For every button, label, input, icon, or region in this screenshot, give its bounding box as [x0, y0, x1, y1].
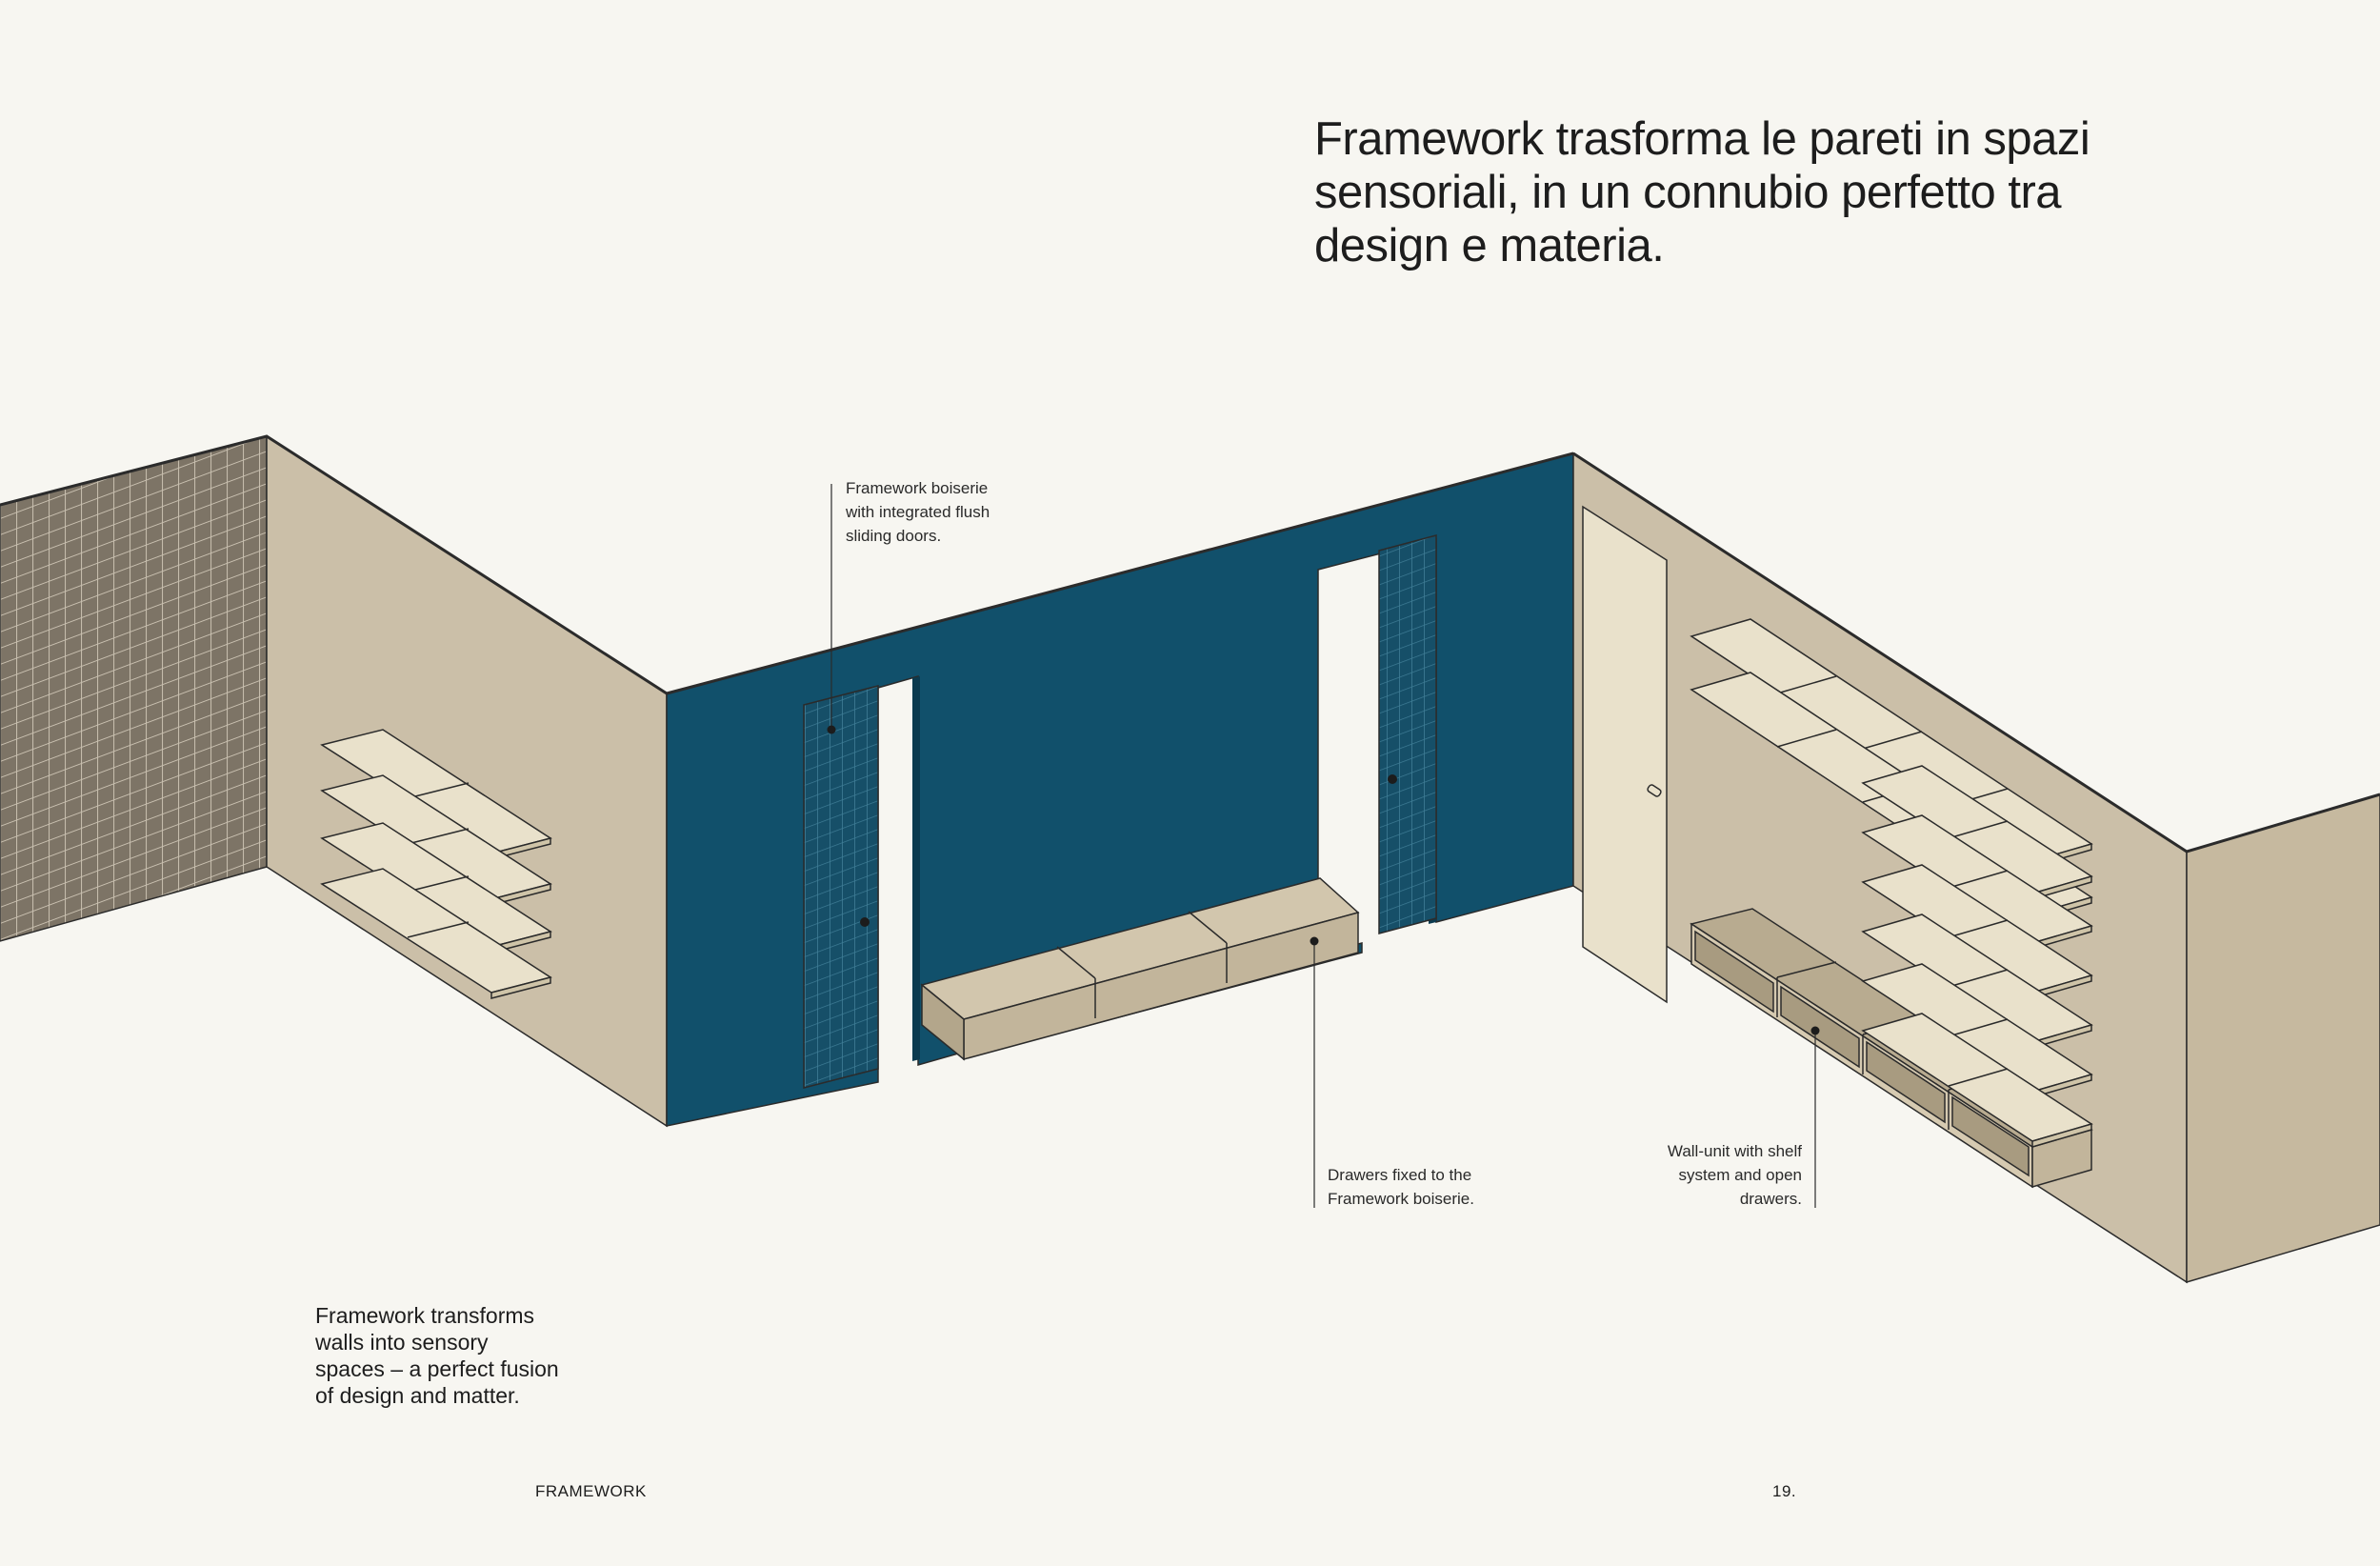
door-handle-left — [860, 917, 870, 927]
flush-door — [1582, 505, 1668, 1004]
headline: Framework trasforma le pareti in spazi s… — [1314, 112, 2152, 272]
headline-line: design e materia. — [1314, 220, 1665, 271]
annotation-wall-unit: Wall-unit with shelf system and open dra… — [1610, 1139, 1802, 1211]
subtext-line: of design and matter. — [315, 1383, 520, 1408]
flush-door-handle — [1647, 784, 1662, 797]
wall-top-edge-right — [1572, 452, 2380, 853]
english-subtext: Framework transforms walls into sensory … — [315, 1302, 601, 1409]
annotation-line: sliding doors. — [846, 527, 942, 545]
beige-wall-left — [266, 434, 668, 1128]
page-number: 19. — [1772, 1482, 1797, 1500]
annotation-line: drawers. — [1739, 1190, 1802, 1208]
footer-brand: FRAMEWORK — [535, 1482, 647, 1500]
beige-wall-far-right — [2186, 793, 2380, 1284]
annotation-line: with integrated flush — [846, 503, 990, 521]
blue-boiserie-wall — [666, 452, 1574, 1127]
subtext-line: Framework transforms — [315, 1303, 535, 1328]
annotation-line: system and open — [1678, 1166, 1802, 1184]
door-handle-right — [1388, 774, 1397, 784]
annotation-leaders — [827, 484, 1820, 1208]
headline-line: Framework trasforma le pareti in spazi — [1314, 113, 2090, 165]
opening-reveal-left — [912, 676, 920, 1061]
blue-wall-top-edge — [666, 452, 1574, 695]
headline-line: sensoriali, in un connubio perfetto tra — [1314, 167, 2062, 218]
subtext-line: walls into sensory — [315, 1330, 489, 1355]
annotation-drawers: Drawers fixed to the Framework boiserie. — [1328, 1163, 1474, 1211]
annotation-line: Drawers fixed to the — [1328, 1166, 1472, 1184]
annotation-line: Framework boiserie. — [1328, 1190, 1474, 1208]
sliding-door-right — [1378, 534, 1437, 934]
sliding-door-left — [803, 685, 879, 1089]
annotation-boiserie: Framework boiserie with integrated flush… — [846, 476, 990, 548]
wall-top-edge-left — [0, 434, 668, 695]
boiserie-drawer-bench — [920, 877, 1360, 1061]
annotation-line: Framework boiserie — [846, 479, 989, 497]
subtext-line: spaces – a perfect fusion — [315, 1356, 559, 1381]
annotation-line: Wall-unit with shelf — [1667, 1142, 1802, 1160]
tiled-wall-left — [0, 435, 268, 942]
right-shelves-lower — [1861, 765, 2093, 1148]
left-shelves — [320, 729, 552, 999]
